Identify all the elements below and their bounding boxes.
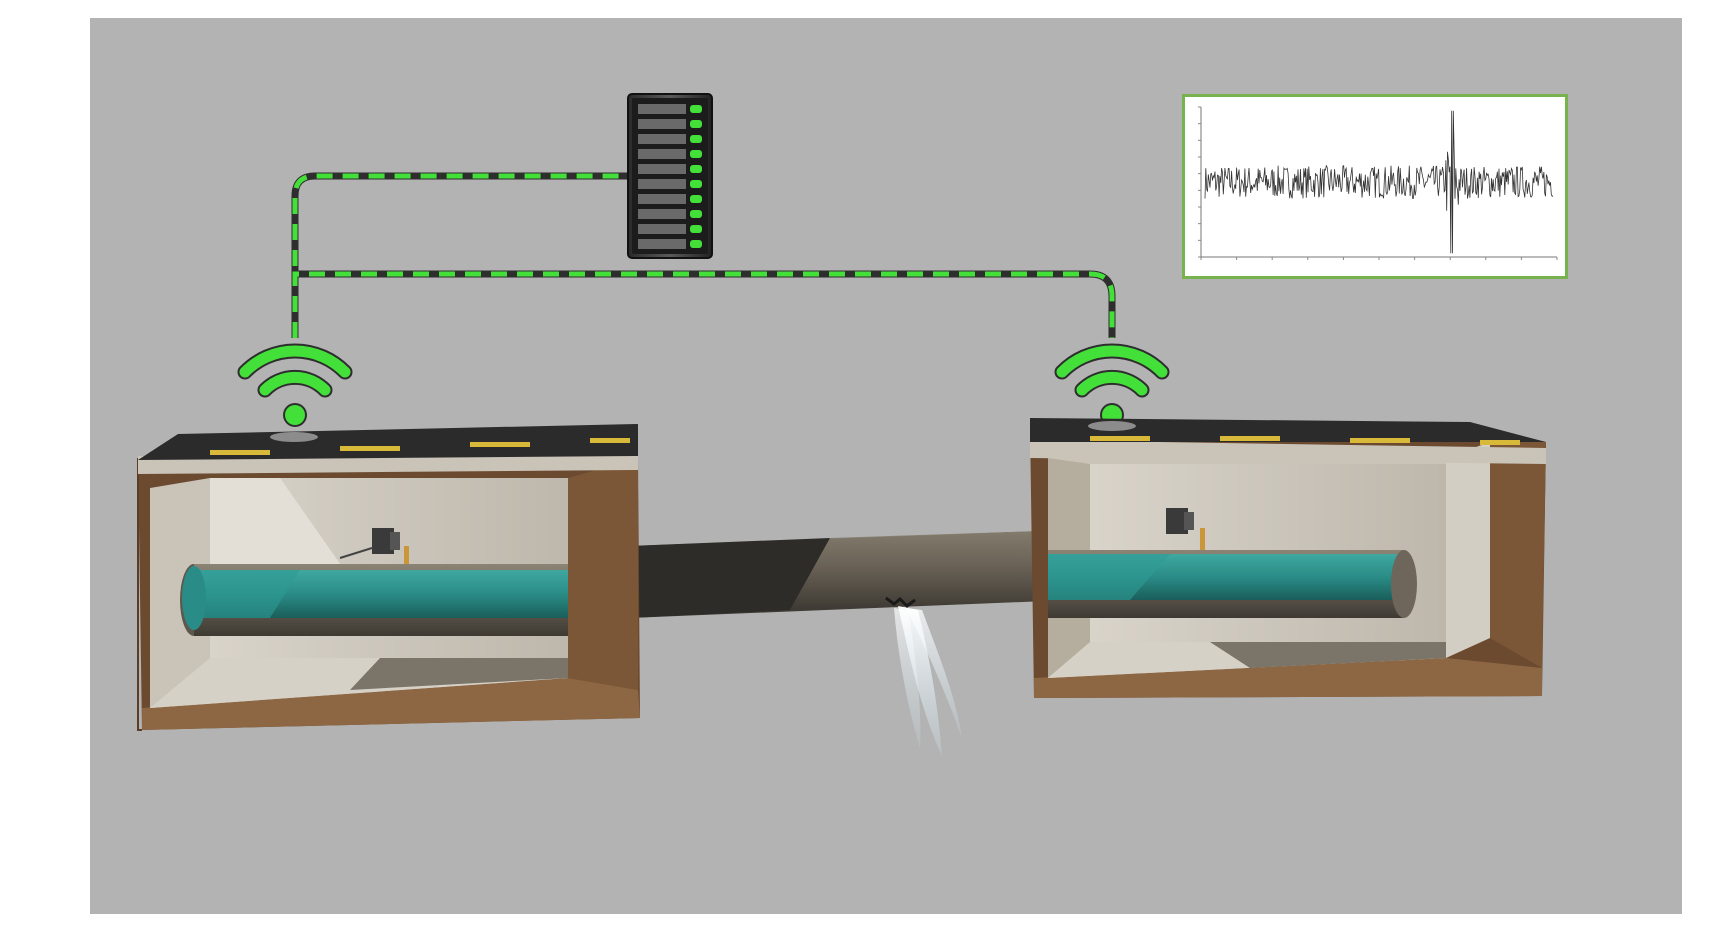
buried-pipe xyxy=(630,530,1070,618)
right-sensor-chamber xyxy=(1030,418,1546,698)
server-slot xyxy=(638,239,686,249)
server-status-light xyxy=(690,225,702,233)
server-slot xyxy=(638,119,686,129)
leak-detection-diagram xyxy=(137,93,1546,756)
acoustic-sensor xyxy=(1166,508,1188,534)
server-slot xyxy=(638,224,686,234)
server-status-light xyxy=(690,165,702,173)
server-status-light xyxy=(690,120,702,128)
server-status-light xyxy=(690,135,702,143)
server-slot xyxy=(638,209,686,219)
server-rack-icon xyxy=(627,93,713,259)
cable-to-server xyxy=(291,172,630,318)
server-slot xyxy=(638,149,686,159)
server-slot xyxy=(638,164,686,174)
server-status-light xyxy=(690,195,702,203)
server-status-light xyxy=(690,210,702,218)
server-slot xyxy=(638,179,686,189)
server-slot xyxy=(638,134,686,144)
cable-between-sensors xyxy=(291,270,1116,338)
acoustic-sensor xyxy=(372,528,394,554)
server-slot xyxy=(638,104,686,114)
pipe-crack xyxy=(885,596,916,608)
server-status-light xyxy=(690,180,702,188)
signal-waveform-chart xyxy=(1182,94,1568,279)
leak-spray xyxy=(885,596,962,756)
left-sensor-chamber xyxy=(137,424,640,731)
wifi-icon xyxy=(1054,343,1170,427)
server-status-light xyxy=(690,105,702,113)
server-slot xyxy=(638,194,686,204)
wifi-icon xyxy=(237,343,353,427)
waveform-trace xyxy=(1204,110,1554,254)
waveform-plot xyxy=(1198,106,1558,260)
scene-panel xyxy=(90,18,1682,914)
server-status-light xyxy=(690,150,702,158)
cable-network xyxy=(291,172,1116,338)
server-status-light xyxy=(690,240,702,248)
